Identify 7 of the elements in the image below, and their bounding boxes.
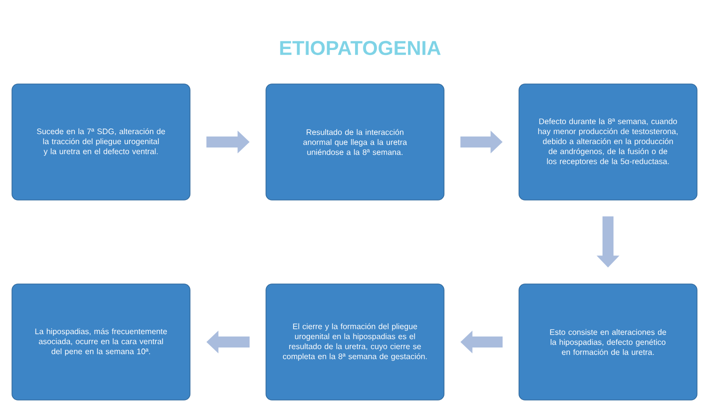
- title: ETIOPATOGENIA: [280, 40, 441, 56]
- process-box: Esto consiste en alteraciones de la hipospadias, defecto genético en formación de la uretra.: [518, 284, 698, 400]
- process-box: La hipospadias, más frecuentemente asociada, ocurre en la cara ventral del pene en la semana 10ª.: [12, 284, 190, 400]
- process-box: El cierre y la formación del pliegue urogenital en la hipospadias es el resultado de la uretra, cuyo cierre se completa en la 8ª semana de gestación.: [266, 284, 444, 400]
- process-box: Resultado de la interacción anormal que llega a la uretra uniéndose a la 8ª semana.: [266, 84, 444, 200]
- process-box: Sucede en la 7ª SDG, alteración de la tracción del pliegue urogenital y la uretra en el defecto ventral.: [12, 84, 190, 200]
- process-box: Defecto durante la 8ª semana, cuando hay menor producción de testosterona, debido a alteración en la producción de andrógenos, de la fusión o de los receptores de la 5α-reductasa.: [518, 84, 698, 200]
